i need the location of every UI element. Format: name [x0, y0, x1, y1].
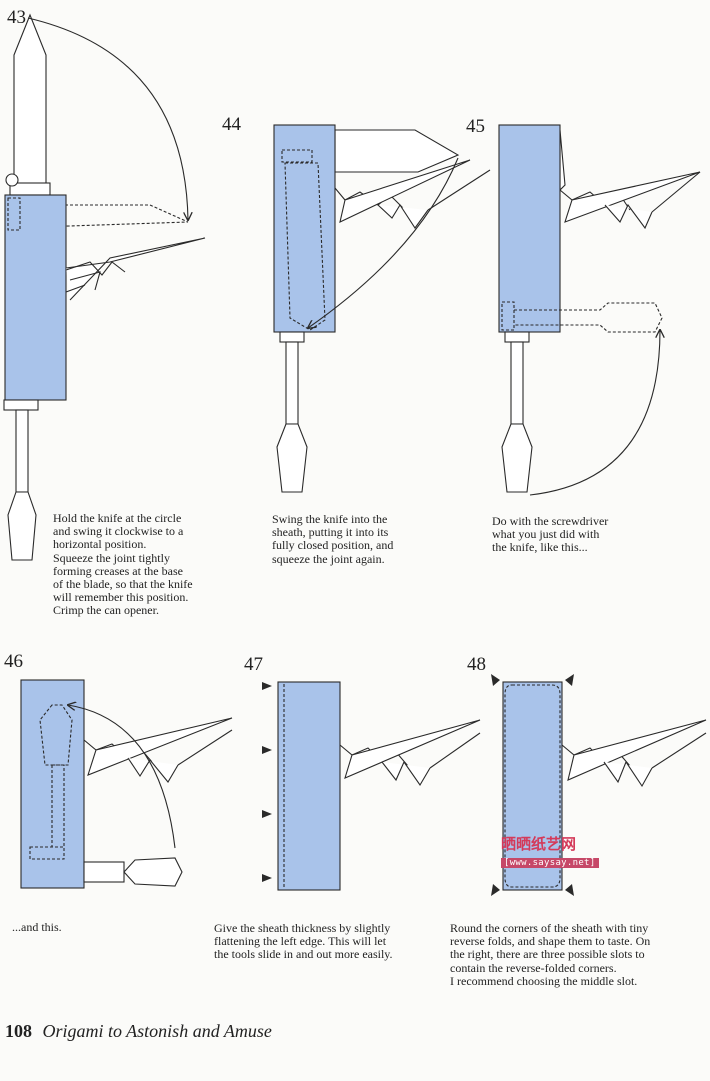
- book-title: Origami to Astonish and Amuse: [42, 1021, 272, 1041]
- step-caption: Give the sheath thickness by slightly fl…: [214, 921, 393, 962]
- step-46-diagram: [20, 679, 233, 889]
- step-45-diagram: [498, 124, 701, 496]
- step-number: 44: [222, 114, 241, 135]
- arrowhead-marker: [491, 884, 500, 896]
- step-47-diagram: [277, 681, 481, 891]
- step-number: 43: [7, 7, 26, 28]
- arrowhead-marker: [262, 810, 272, 818]
- arrowhead-marker: [262, 682, 272, 690]
- step-number: 46: [4, 651, 23, 672]
- arrowhead-marker: [262, 746, 272, 754]
- page-footer: 108 Origami to Astonish and Amuse: [5, 1021, 272, 1042]
- watermark-brand: 晒晒纸艺网: [501, 833, 576, 854]
- watermark-brand-text: 晒晒纸艺网: [501, 835, 577, 853]
- step-caption: Do with the screwdriver what you just di…: [492, 514, 609, 555]
- step-caption: Hold the knife at the circle and swing i…: [53, 511, 193, 618]
- step-number: 45: [466, 116, 485, 137]
- step-caption: ...and this.: [12, 920, 62, 934]
- arrowhead-marker: [565, 884, 574, 896]
- arrowhead-marker: [491, 674, 500, 686]
- step-44-diagram: [273, 124, 491, 493]
- step-caption: Swing the knife into the sheath, putting…: [272, 512, 394, 566]
- arrowhead-marker: [262, 874, 272, 882]
- step-48-diagram: [502, 681, 707, 891]
- watermark-url: [www.saysay.net]: [501, 858, 599, 868]
- step-43-diagram: [3, 13, 206, 561]
- arrowhead-marker: [565, 674, 574, 686]
- page-number: 108: [5, 1021, 32, 1041]
- step-caption: Round the corners of the sheath with tin…: [450, 921, 651, 988]
- step-number: 48: [467, 654, 486, 675]
- step-number: 47: [244, 654, 263, 675]
